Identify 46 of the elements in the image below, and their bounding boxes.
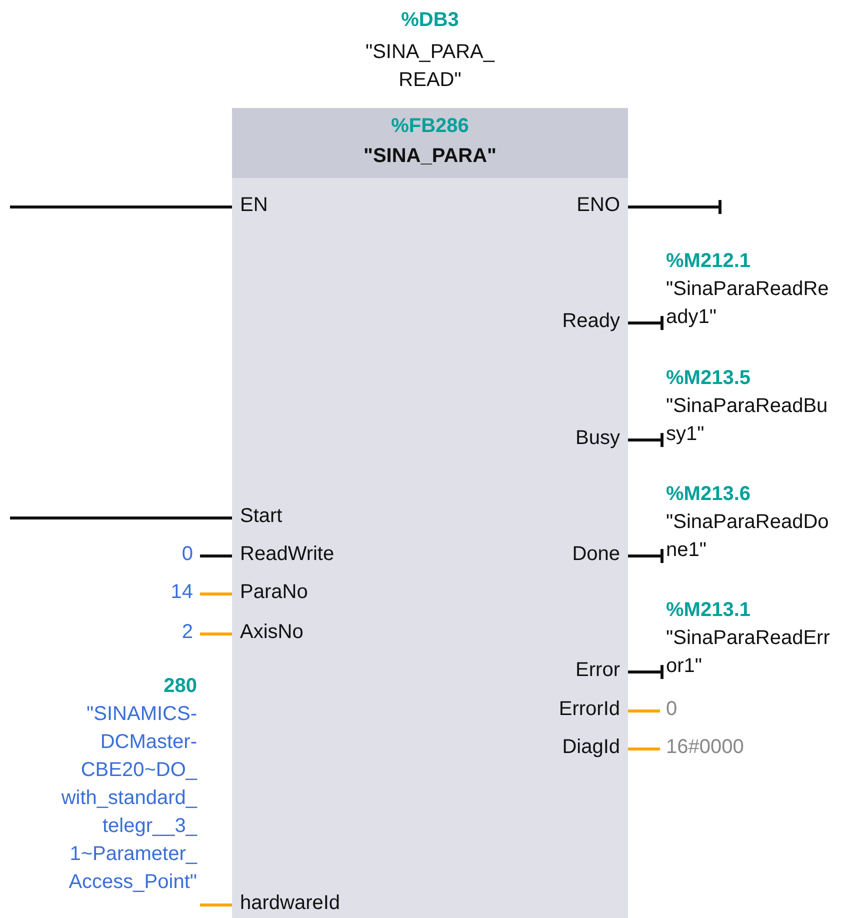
wire xyxy=(200,554,232,558)
tag-address: %M213.5 xyxy=(666,366,752,391)
pin-label: AxisNo xyxy=(232,618,304,646)
pin-label: EN xyxy=(232,191,268,219)
pin-label: Error xyxy=(576,656,628,684)
value-label: 0 xyxy=(660,695,678,723)
tag-address: %M213.1 xyxy=(666,598,752,623)
pin-label: Done xyxy=(572,540,628,568)
wire xyxy=(628,748,660,750)
pin-label: ParaNo xyxy=(232,578,308,606)
wire xyxy=(628,710,660,712)
value-label: 14 xyxy=(170,578,200,606)
tag-name: "SinaParaReadDo ne1" xyxy=(666,510,830,563)
wire xyxy=(10,516,232,520)
wire xyxy=(628,314,664,332)
pin-label: ErrorId xyxy=(558,695,628,723)
pin-label: ENO xyxy=(576,191,628,219)
wire xyxy=(628,664,664,680)
tag-name: "SINAMICS- DCMaster- CBE20~DO_ with_standard_ telegr__3_ 1~Parameter_ Access_Point" xyxy=(60,702,197,895)
wire xyxy=(10,206,232,208)
value-label: 16#0000 xyxy=(660,733,744,761)
pin-label: Start xyxy=(232,502,282,530)
block-address: %FB286 xyxy=(390,114,470,139)
instance-name: "SINA_PARA_ READ" xyxy=(364,40,496,93)
wire xyxy=(628,432,664,448)
instance-address: %DB3 xyxy=(400,8,460,33)
pin-label: Busy xyxy=(576,424,628,452)
wire xyxy=(628,198,722,216)
function-block xyxy=(232,108,628,918)
wire xyxy=(200,632,232,636)
wire xyxy=(628,548,664,564)
tag-name: "SinaParaReadErr or1" xyxy=(666,626,831,679)
wire xyxy=(200,592,232,596)
wire xyxy=(200,904,232,906)
value-label: 0 xyxy=(182,540,200,568)
value-label: 2 xyxy=(182,618,200,646)
block-name: "SINA_PARA" xyxy=(362,144,498,169)
tag-name: "SinaParaReadRe ady1" xyxy=(666,277,830,330)
pin-label: DiagId xyxy=(562,733,628,761)
tag-address: %M213.6 xyxy=(666,482,752,507)
tag-address: %M212.1 xyxy=(666,249,752,274)
tag-address: 280 xyxy=(162,674,197,699)
pin-label: ReadWrite xyxy=(232,540,334,568)
pin-label: Ready xyxy=(562,307,628,335)
tag-name: "SinaParaReadBu sy1" xyxy=(666,394,829,447)
pin-label: hardwareId xyxy=(232,889,340,917)
